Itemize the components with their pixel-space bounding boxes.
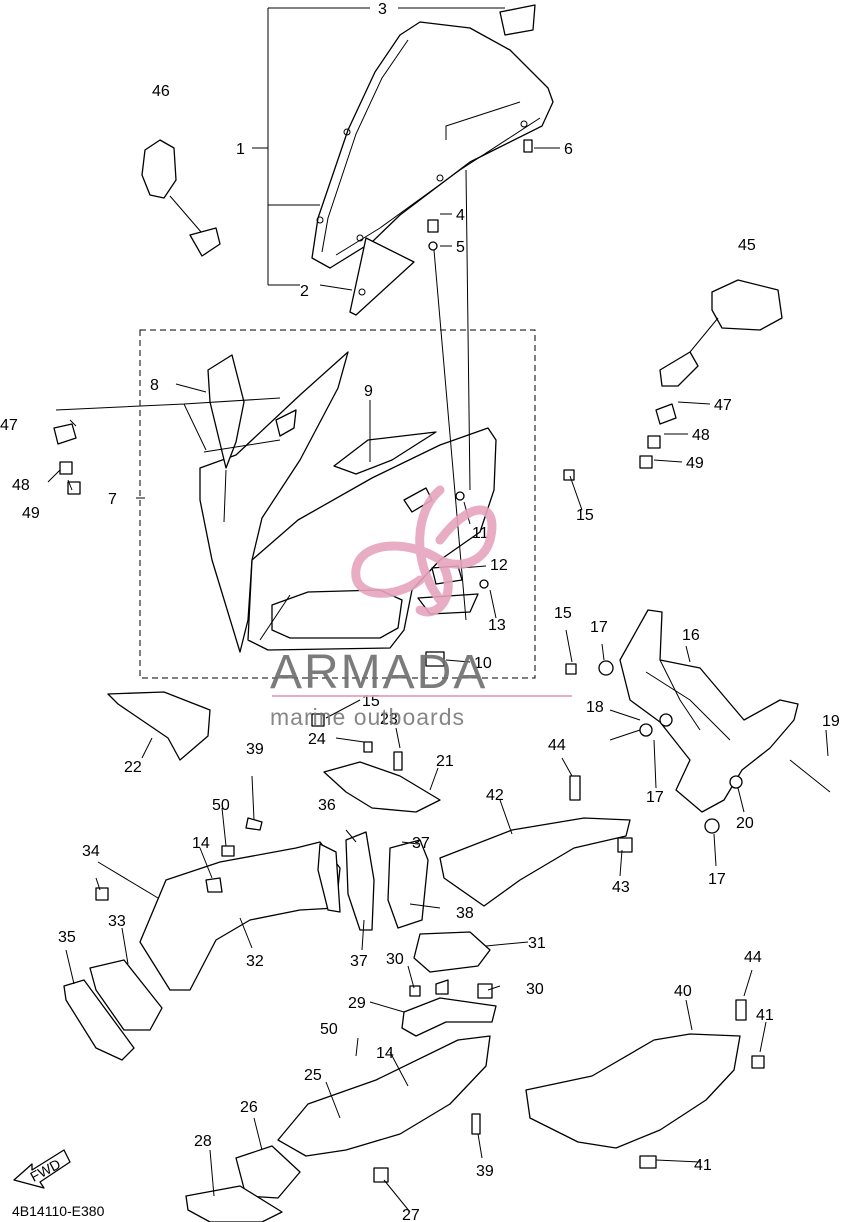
callout-6: 6 [564, 141, 573, 158]
callout-8: 8 [150, 377, 159, 394]
fwd-arrow-icon: FWD [13, 1149, 71, 1189]
callout-24: 24 [308, 731, 326, 748]
air-duct-upper [63, 817, 341, 1061]
left-mirror [53, 139, 221, 495]
callout-15-c: 15 [362, 693, 380, 710]
callout-44-a: 44 [548, 737, 566, 754]
drawing-code: 4B14110-E380 [12, 1203, 105, 1219]
cowling-stay [598, 609, 831, 834]
callout-31: 31 [528, 935, 546, 952]
callout-30-b: 30 [526, 981, 544, 998]
armada-watermark: ARMADA marine outboards [270, 485, 572, 730]
callout-37-a: 37 [412, 835, 430, 852]
callout-47-right: 47 [714, 397, 732, 414]
callout-41-b: 41 [694, 1157, 712, 1174]
upper-cowling [139, 329, 536, 679]
lower-ducts [185, 931, 497, 1222]
watermark-logo-icon [351, 485, 497, 617]
callout-22: 22 [124, 759, 142, 776]
callout-12: 12 [490, 557, 508, 574]
callout-50-b: 50 [320, 1021, 338, 1038]
watermark-brand: ARMADA [270, 646, 487, 699]
callout-42: 42 [486, 787, 504, 804]
windscreen [311, 4, 554, 316]
watermark-tagline: marine outboards [270, 704, 465, 730]
callout-9: 9 [364, 383, 373, 400]
callout-33: 33 [108, 913, 126, 930]
callout-41-a: 41 [756, 1007, 774, 1024]
callout-50-a: 50 [212, 797, 230, 814]
callout-32: 32 [246, 953, 264, 970]
callout-26: 26 [240, 1099, 258, 1116]
leader-lines [47, 7, 829, 1213]
callout-17-b: 17 [646, 789, 664, 806]
side-panel-42 [439, 775, 633, 907]
callout-5: 5 [456, 239, 465, 256]
callout-18: 18 [586, 699, 604, 716]
callout-10: 10 [474, 655, 492, 672]
callout-29: 29 [348, 995, 366, 1012]
callout-37-b: 37 [350, 953, 368, 970]
callout-17-c: 17 [708, 871, 726, 888]
callout-48-right: 48 [692, 427, 710, 444]
callout-48-left: 48 [12, 477, 30, 494]
callout-27: 27 [402, 1207, 420, 1222]
callout-40: 40 [674, 983, 692, 1000]
callout-30-a: 30 [386, 951, 404, 968]
right-mirror [639, 279, 783, 469]
callout-11: 11 [472, 525, 489, 542]
callout-49-right: 49 [686, 455, 704, 472]
callout-28: 28 [194, 1133, 212, 1150]
callout-47-left: 47 [0, 417, 18, 434]
callout-17-a: 17 [590, 619, 608, 636]
callout-35: 35 [58, 929, 76, 946]
lower-panel-40 [525, 999, 765, 1169]
inner-panels [107, 691, 441, 931]
callout-34: 34 [82, 843, 100, 860]
callout-39-a: 39 [246, 741, 264, 758]
callout-43: 43 [612, 879, 630, 896]
callout-3: 3 [378, 1, 387, 18]
callout-39-b: 39 [476, 1163, 494, 1180]
callout-46: 46 [152, 83, 170, 100]
callout-25: 25 [304, 1067, 322, 1084]
callout-38: 38 [456, 905, 474, 922]
callout-23: 23 [380, 711, 398, 728]
callout-15-a: 15 [576, 507, 594, 524]
callout-14-b: 14 [376, 1045, 394, 1062]
fwd-label: FWD [27, 1156, 63, 1185]
callout-15-b: 15 [554, 605, 572, 622]
callout-1: 1 [236, 141, 245, 158]
callout-14-a: 14 [192, 835, 210, 852]
callout-19: 19 [822, 713, 840, 730]
callout-44-b: 44 [744, 949, 762, 966]
callout-36: 36 [318, 797, 336, 814]
callout-4: 4 [456, 207, 465, 224]
callout-20: 20 [736, 815, 754, 832]
callout-7: 7 [108, 491, 117, 508]
callout-2: 2 [300, 283, 309, 300]
callout-16: 16 [682, 627, 700, 644]
callout-21: 21 [436, 753, 454, 770]
callout-49-left: 49 [22, 505, 40, 522]
top-fasteners [311, 169, 577, 727]
callout-45: 45 [738, 237, 756, 254]
callout-13: 13 [488, 617, 506, 634]
